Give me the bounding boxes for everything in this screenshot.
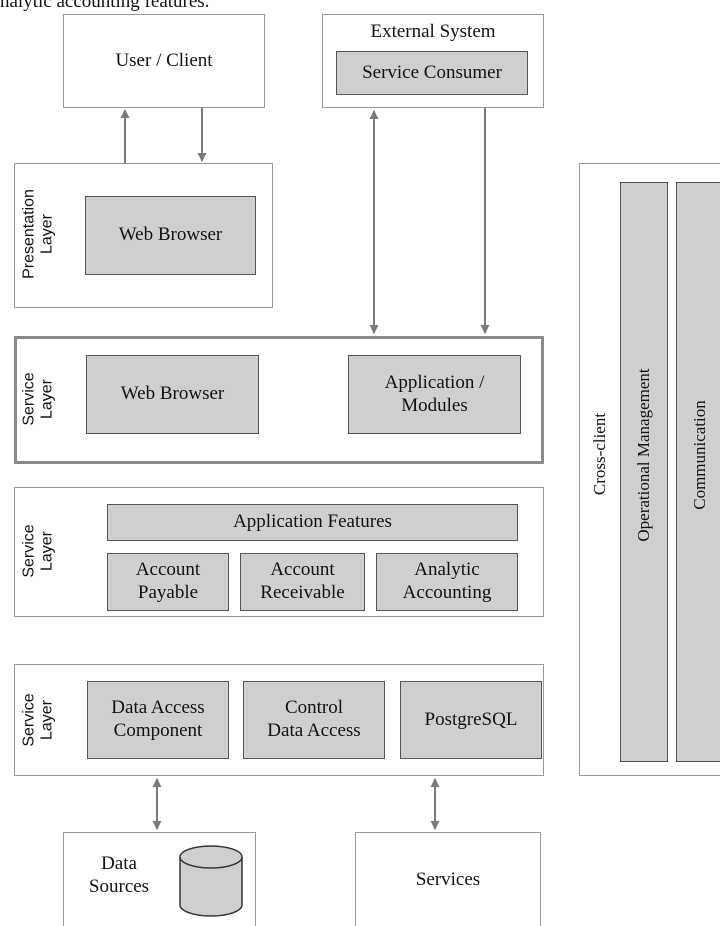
user-client-box: User / Client [63, 14, 265, 108]
postgresql-label: PostgreSQL [424, 708, 518, 730]
analytic-accounting-box: Analytic Accounting [376, 553, 518, 611]
operational-management-column: Operational Management [620, 182, 668, 762]
external-system-title: External System [370, 21, 496, 42]
services-box: Services [355, 832, 541, 926]
control-data-access-label: Control Data Access [267, 697, 361, 741]
communication-column: Communication [676, 182, 720, 762]
external-system-box: External System Service Consumer [322, 14, 544, 108]
control-data-access-box: Control Data Access [243, 681, 385, 759]
service-consumer-label: Service Consumer [362, 61, 502, 83]
services-label: Services [415, 868, 481, 890]
account-receivable-box: Account Receivable [240, 553, 365, 611]
analytic-accounting-label: Analytic Accounting [402, 559, 492, 603]
data-access-component-label: Data Access Component [111, 697, 205, 741]
service-layer-3: Service Layer Data Access Component Cont… [14, 664, 544, 776]
application-features-label: Application Features [233, 511, 392, 533]
account-payable-label: Account Payable [135, 559, 201, 603]
data-access-component-box: Data Access Component [87, 681, 229, 759]
service-layer-2: Service Layer Application Features Accou… [14, 487, 544, 617]
cross-client-box: Cross-client Operational Management Comm… [579, 163, 720, 776]
data-sources-box: Data Sources [63, 832, 256, 926]
account-receivable-label: Account Receivable [260, 559, 345, 603]
data-sources-label: Data Sources [88, 853, 150, 897]
presentation-layer: Presentation Layer Web Browser [14, 163, 273, 308]
application-modules-box: Application / Modules [348, 355, 521, 434]
database-cylinder-icon [179, 845, 243, 917]
service-consumer-box: Service Consumer [336, 51, 528, 95]
account-payable-box: Account Payable [107, 553, 229, 611]
user-client-label: User / Client [115, 50, 213, 71]
presentation-web-browser-label: Web Browser [118, 224, 223, 246]
service-web-browser-box: Web Browser [86, 355, 259, 434]
service-layer-1: Service Layer Web Browser Application / … [14, 336, 544, 464]
presentation-web-browser-box: Web Browser [85, 196, 256, 275]
top-text-fragment: nalytic accounting features. [0, 0, 210, 12]
postgresql-box: PostgreSQL [400, 681, 542, 759]
service-web-browser-label: Web Browser [120, 383, 225, 405]
application-modules-label: Application / Modules [384, 371, 485, 416]
application-features-box: Application Features [107, 504, 518, 541]
